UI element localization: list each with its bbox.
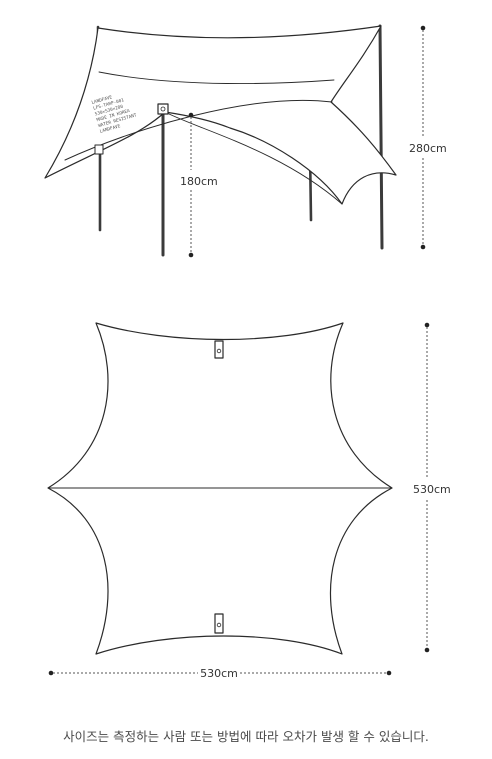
height-inner-dimension: 180cm [180,112,218,258]
length-plan-top-dot [424,322,430,328]
pole-back-right [378,24,384,250]
tarp-print-brand: LANDFAVE [91,94,113,106]
height-total-bottom-dot [420,244,426,250]
height-total-dimension: 280cm [409,25,447,250]
tarp-plan-view [47,322,393,655]
length-plan-bottom-dot [424,647,430,653]
tarp-perspective-view [44,24,397,257]
tarp-inner-edge [164,111,343,205]
size-disclaimer: 사이즈는 측정하는 사람 또는 방법에 따라 오차가 발생 할 수 있습니다. [63,729,429,744]
height-inner-bottom-dot [188,252,194,258]
height-total-label: 280cm [409,142,447,155]
tarp-top-seam [98,71,335,85]
width-plan-right-dot [386,670,392,676]
width-plan-left-dot [48,670,54,676]
plan-bottom-clip-hole [216,622,222,628]
center-clip [157,103,169,115]
height-total-top-dot [420,25,426,31]
tarp-size-diagram: LANDFAVE LFS-TARP-001 530×530×280 MADE I… [44,24,451,680]
center-clip-hole [160,106,166,112]
left-clip [94,144,104,155]
tarp-print-line3: LANDFAVE [99,123,121,135]
width-plan-dimension: 530cm [48,667,392,680]
length-plan-label: 530cm [413,483,451,496]
length-plan-dimension: 530cm [413,322,451,653]
height-inner-label: 180cm [180,175,218,188]
width-plan-label: 530cm [200,667,238,680]
plan-top-clip-hole [216,348,222,354]
height-inner-top-dot [188,112,194,118]
